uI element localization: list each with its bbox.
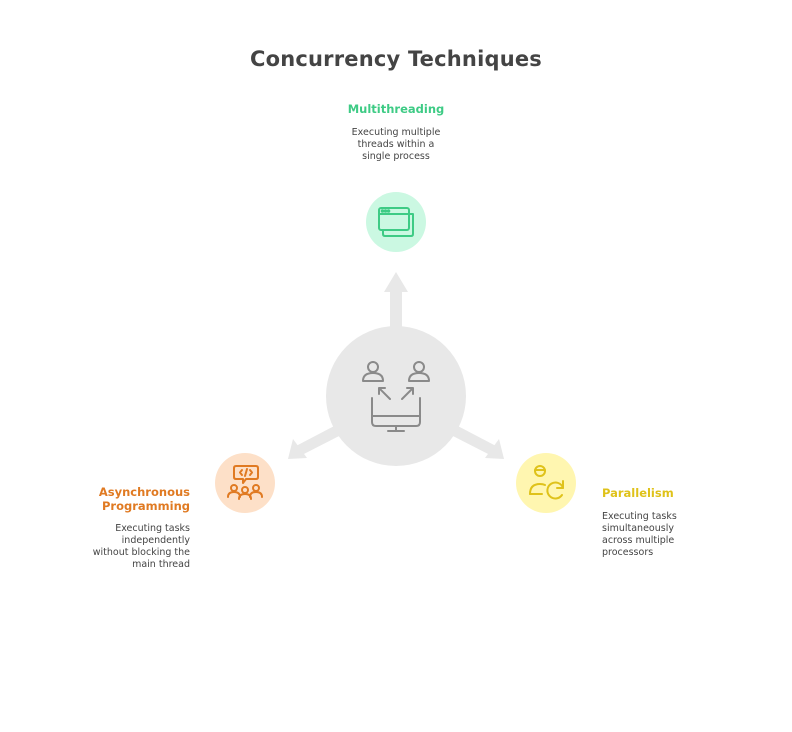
arrow-down-right <box>449 424 504 459</box>
user-refresh-icon <box>529 465 564 500</box>
parallelism-title: Parallelism <box>602 486 674 500</box>
description-line: single process <box>362 151 430 162</box>
center-circle <box>326 326 466 466</box>
multithreading-title: Multithreading <box>347 102 445 116</box>
diagram-title: Concurrency Techniques <box>250 47 542 71</box>
async-description: Executing tasks independently without bl… <box>40 523 190 571</box>
description-line: threads within a <box>357 139 435 150</box>
description-line: independently <box>121 535 190 546</box>
multithreading-circle <box>366 192 426 252</box>
description-line: main thread <box>132 559 190 570</box>
arrow-up <box>384 272 408 330</box>
title-line: Programming <box>102 499 190 513</box>
description-line: Executing tasks <box>115 523 190 534</box>
async-circle <box>215 453 275 513</box>
description-line: Executing tasks <box>602 511 677 522</box>
description-line: across multiple <box>602 535 675 546</box>
multithreading-description: Executing multiple threads within a sing… <box>296 127 496 163</box>
description-line: Executing multiple <box>351 127 441 138</box>
arrows <box>288 272 504 459</box>
description-line: without blocking the <box>92 547 190 558</box>
title-line: Asynchronous <box>98 485 190 499</box>
browser-windows-icon <box>378 207 414 237</box>
description-line: processors <box>602 547 654 558</box>
users-computer-share-icon <box>362 361 430 432</box>
arrow-down-left <box>288 424 343 459</box>
parallelism-circle <box>516 453 576 513</box>
async-title: Asynchronous Programming <box>40 485 190 513</box>
description-line: simultaneously <box>602 523 674 534</box>
team-code-chat-icon <box>227 465 263 500</box>
parallelism-description: Executing tasks simultaneously across mu… <box>602 511 762 559</box>
